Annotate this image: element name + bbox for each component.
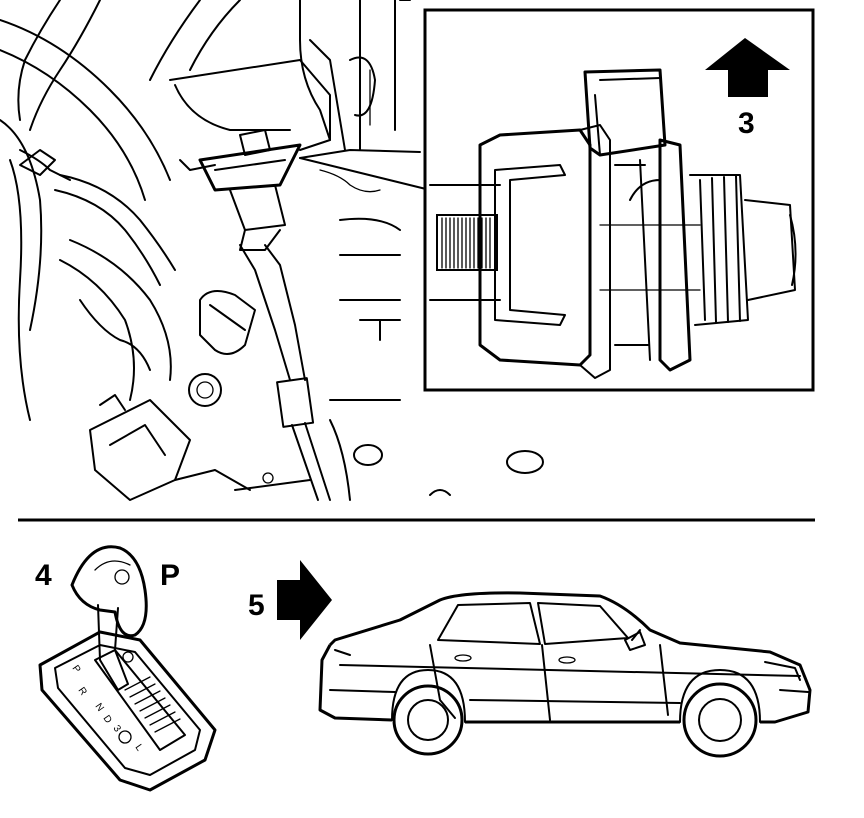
gear-3: 3 <box>111 723 123 734</box>
callout-step-5: 5 <box>248 589 265 622</box>
clip-detail-box: 3 <box>423 8 815 392</box>
arrow-up-icon <box>705 38 790 97</box>
gear-d: D <box>101 713 114 725</box>
gear-r: R <box>76 685 89 697</box>
gear-n: N <box>93 701 106 713</box>
callout-step-4: 4 <box>35 559 52 592</box>
shaft-splines <box>441 217 491 269</box>
detail-leader-line <box>299 157 431 191</box>
gear-p: P <box>70 663 83 675</box>
arrow-right-icon <box>277 560 332 640</box>
callout-step-3: 3 <box>738 107 755 140</box>
gear-l: L <box>133 742 145 753</box>
car-illustration: 5 <box>248 560 812 758</box>
engine-bay-view <box>0 0 544 501</box>
park-label: P <box>160 559 180 592</box>
gear-selector: 4 P P R N D 3 L <box>35 545 217 792</box>
